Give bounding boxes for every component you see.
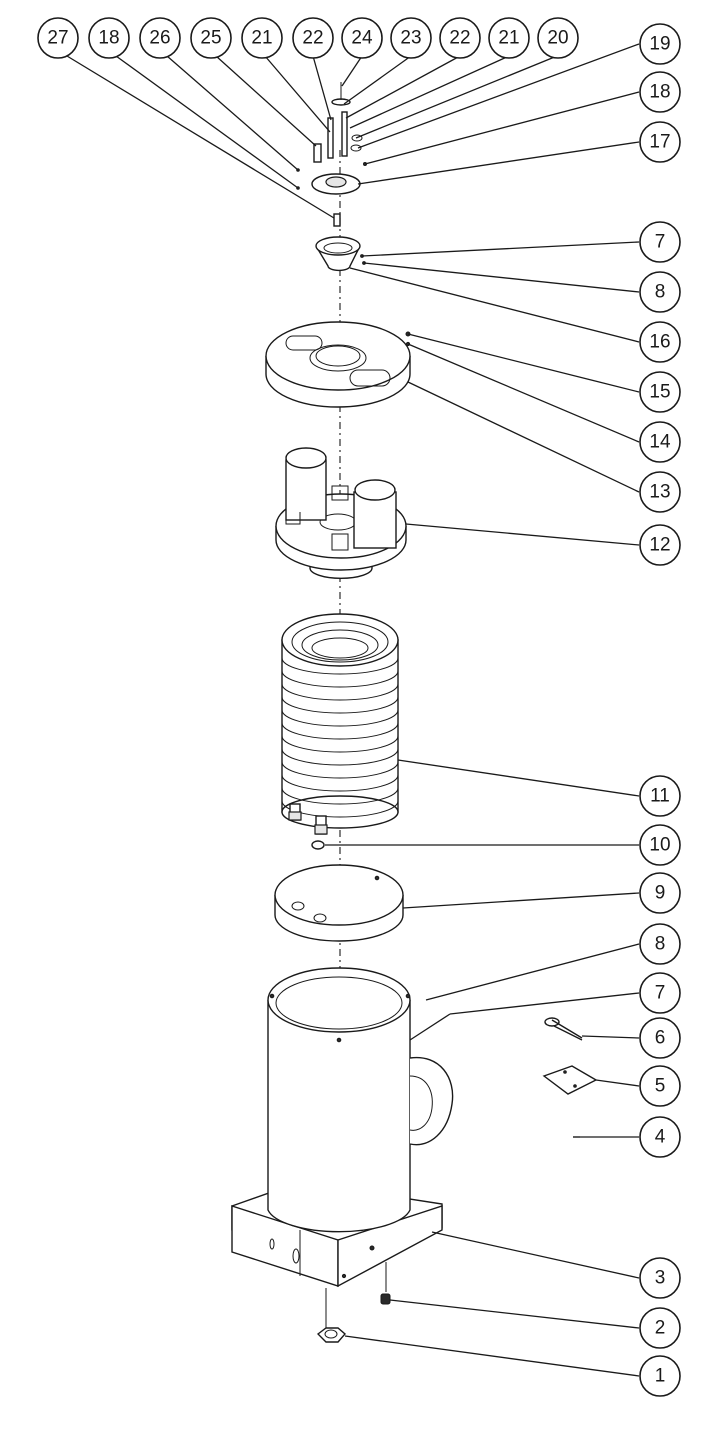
part-funnel: [315, 236, 366, 272]
part-foot: [380, 1262, 391, 1305]
callout-number: 14: [649, 432, 671, 453]
part-bottom-disc: [274, 864, 404, 942]
callout-number: 8: [655, 934, 666, 955]
callout-number: 15: [649, 382, 670, 403]
callout-bubble: 11: [639, 775, 681, 817]
callout-number: 5: [655, 1076, 666, 1097]
callout-bubble: 8: [639, 923, 681, 965]
callout-bubble: 14: [639, 421, 681, 463]
part-key-tool: [544, 1017, 583, 1041]
part-gasket-plate: [542, 1065, 598, 1095]
callout-number: 25: [200, 28, 221, 49]
part-nut: [316, 1288, 346, 1343]
callout-number: 8: [655, 282, 666, 303]
callout-number: 26: [149, 28, 170, 49]
callout-number: 12: [649, 535, 670, 556]
callout-number: 1: [655, 1366, 666, 1387]
callout-number: 18: [98, 28, 119, 49]
callout-bubble: 5: [639, 1065, 681, 1107]
callout-number: 6: [655, 1028, 666, 1049]
callout-bubble: 19: [639, 23, 681, 65]
callout-bubble: 2: [639, 1307, 681, 1349]
callout-bubble: 18: [639, 71, 681, 113]
callout-number: 17: [649, 132, 670, 153]
callout-number: 22: [449, 28, 470, 49]
callout-number: 20: [547, 28, 568, 49]
callout-bubble: 7: [639, 221, 681, 263]
callout-number: 23: [400, 28, 421, 49]
callout-bubble: 20: [537, 17, 579, 59]
callout-number: 19: [649, 34, 670, 55]
callout-bubble: 18: [88, 17, 130, 59]
callout-number: 3: [655, 1268, 666, 1289]
callout-bubble: 15: [639, 371, 681, 413]
callout-bubble: 3: [639, 1257, 681, 1299]
callout-bubble: 24: [341, 17, 383, 59]
callout-bubble: 7: [639, 972, 681, 1014]
callout-bubble: 23: [390, 17, 432, 59]
callout-bubble: 21: [488, 17, 530, 59]
callout-number: 9: [655, 883, 666, 904]
part-o-ring: [311, 840, 325, 850]
part-top-cluster: [296, 82, 367, 227]
callout-bubble: 22: [439, 17, 481, 59]
callout-number: 7: [655, 232, 666, 253]
callout-bubble: 26: [139, 17, 181, 59]
callout-bubble: 9: [639, 872, 681, 914]
callout-bubble: 13: [639, 471, 681, 513]
part-coil: [281, 613, 399, 835]
callout-bubble: 16: [639, 321, 681, 363]
callout-bubble: 6: [639, 1017, 681, 1059]
callout-bubble: 17: [639, 121, 681, 163]
callout-bubble: 12: [639, 524, 681, 566]
callout-bubble: 22: [292, 17, 334, 59]
callout-bubble: 1: [639, 1355, 681, 1397]
callout-number: 7: [655, 983, 666, 1004]
callout-number: 27: [47, 28, 68, 49]
callout-number: 2: [655, 1318, 666, 1339]
callout-number: 16: [649, 332, 670, 353]
callouts-right-column: 19 18 17 7 8 16 15 14 13 12 11 10 9 8 7 …: [639, 23, 681, 1397]
callout-bubble: 4: [639, 1116, 681, 1158]
callout-number: 13: [649, 482, 670, 503]
callout-bubble: 8: [639, 271, 681, 313]
callout-number: 10: [649, 835, 670, 856]
callout-bubble: 10: [639, 824, 681, 866]
callout-number: 21: [251, 28, 272, 49]
callout-bubble: 27: [37, 17, 79, 59]
part-outer-housing: [267, 967, 454, 1233]
callout-bubble: 25: [190, 17, 232, 59]
leader-lines: [66, 43, 640, 1377]
callout-number: 21: [498, 28, 519, 49]
callout-bubble: 21: [241, 17, 283, 59]
callouts-top-row: 27 18 26 25 21 22 24 23 22 21 20: [37, 17, 579, 59]
part-top-plate: [265, 321, 411, 408]
part-hub: [275, 447, 407, 580]
callout-number: 4: [655, 1127, 666, 1148]
callout-number: 11: [650, 786, 670, 807]
callout-number: 18: [649, 82, 670, 103]
callout-number: 24: [351, 28, 373, 49]
callout-number: 22: [302, 28, 323, 49]
